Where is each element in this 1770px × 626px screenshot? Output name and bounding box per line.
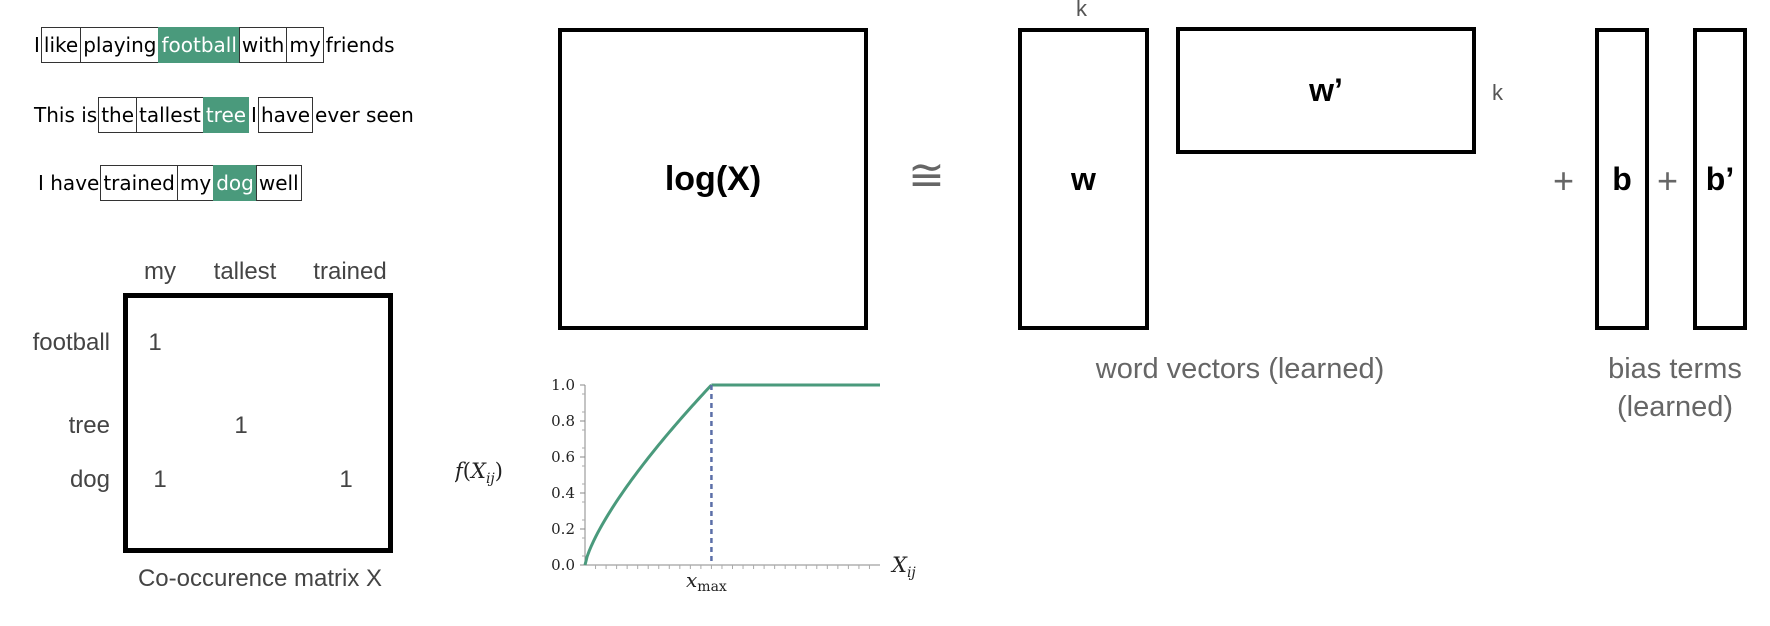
- context-word-token: the: [98, 97, 138, 133]
- cooc-matrix-box: [123, 293, 393, 553]
- context-word-token: friends: [325, 33, 395, 57]
- context-word-token: like: [40, 27, 82, 63]
- y-tick-label: 0.2: [551, 520, 575, 538]
- log-x-matrix: log(X): [558, 28, 868, 330]
- x-max-tick-label: xmax: [686, 568, 727, 595]
- y-tick-label: 0.4: [551, 484, 575, 502]
- cooc-cell: 1: [234, 412, 248, 439]
- weighting-function-chart: 0.0 0.2 0.4 0.6 0.8 1.0 xmax f(Xij) Xij: [455, 376, 916, 595]
- cooc-row-header: dog: [69, 466, 110, 493]
- target-word-token: football: [158, 27, 240, 63]
- cooc-cell: 1: [339, 466, 353, 493]
- cooc-column-header: trained: [313, 258, 387, 285]
- context-word-token: trained: [100, 165, 178, 201]
- weighting-curve: [583, 383, 713, 566]
- y-tick-label: 0.6: [551, 448, 575, 466]
- cooc-cell: 1: [153, 466, 167, 493]
- cooc-cell: 1: [148, 329, 162, 356]
- context-word-token: I: [251, 103, 257, 127]
- context-word-token: have: [257, 97, 314, 133]
- b-vector: b: [1595, 28, 1649, 330]
- b-prime-vector: b’: [1693, 28, 1747, 330]
- cooc-caption: Co-occurence matrix X: [137, 565, 383, 592]
- plus-symbol: +: [1553, 160, 1575, 201]
- context-word-token: well: [255, 165, 302, 201]
- cooc-column-header: my: [144, 258, 176, 285]
- context-word-token: This is: [34, 103, 98, 127]
- context-word-token: I have: [38, 171, 100, 195]
- context-word-token: ever seen: [315, 103, 414, 127]
- k-label-right: k: [1492, 80, 1503, 105]
- w-prime-matrix: w’: [1176, 27, 1476, 154]
- target-word-token: tree: [202, 97, 250, 133]
- context-word-token: my: [286, 27, 324, 63]
- y-tick-label: 0.8: [551, 412, 575, 430]
- bias-terms-label-2: (learned): [1616, 391, 1734, 423]
- plus-symbol: +: [1657, 160, 1679, 201]
- bias-terms-label: bias terms: [1608, 353, 1742, 385]
- target-word-token: dog: [213, 165, 257, 201]
- y-tick-label: 1.0: [551, 376, 575, 394]
- context-word-token: my: [176, 165, 215, 201]
- k-label-top: k: [1076, 0, 1087, 21]
- y-tick-label: 0.0: [551, 556, 575, 574]
- y-axis-label: f(Xij): [455, 459, 503, 487]
- w-matrix: w: [1018, 28, 1149, 330]
- context-word-token: I: [34, 33, 40, 57]
- cooc-row-header: football: [32, 329, 110, 356]
- approx-symbol: ≅: [908, 151, 945, 200]
- context-word-token: tallest: [136, 97, 204, 133]
- cooc-row-header: tree: [68, 412, 110, 439]
- context-word-token: playing: [80, 27, 160, 63]
- cooc-column-header: tallest: [213, 258, 277, 285]
- context-word-token: with: [238, 27, 288, 63]
- word-vectors-label: word vectors (learned): [1095, 353, 1385, 385]
- x-axis-label: Xij: [890, 553, 916, 581]
